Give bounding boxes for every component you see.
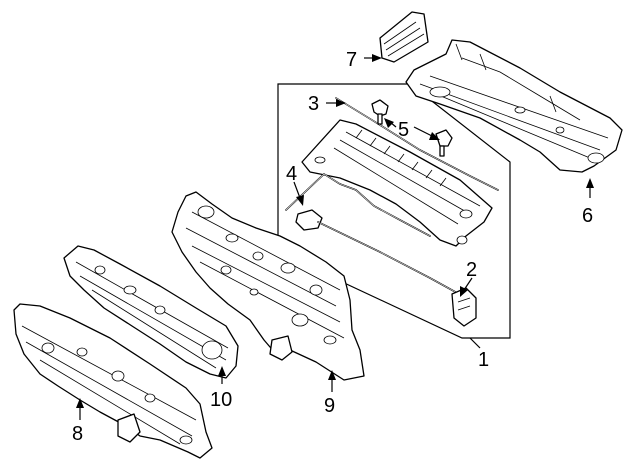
part-8-dash-panel xyxy=(13,303,213,459)
callout-1: 1 xyxy=(478,349,489,371)
part-5-clip-upper xyxy=(371,99,389,125)
cowl-grille xyxy=(301,119,493,247)
part-6-cowl-panel xyxy=(405,39,623,173)
leader-lines xyxy=(76,54,594,420)
part-7-bracket xyxy=(379,11,429,63)
callout-8: 8 xyxy=(72,423,83,445)
callout-6: 6 xyxy=(582,205,593,227)
part-9-insulator xyxy=(171,191,365,381)
callout-4: 4 xyxy=(286,163,297,185)
part-3-rod xyxy=(335,97,499,191)
callout-2: 2 xyxy=(466,259,477,281)
callout-7: 7 xyxy=(346,49,357,71)
part-5-clip-lower xyxy=(435,129,453,157)
part-10-dash-insulator xyxy=(63,245,239,379)
callout-3: 3 xyxy=(308,93,319,115)
callout-5: 5 xyxy=(398,119,409,141)
callout-9: 9 xyxy=(324,395,335,417)
callout-10: 10 xyxy=(210,389,232,411)
part-4-rod xyxy=(285,172,431,237)
